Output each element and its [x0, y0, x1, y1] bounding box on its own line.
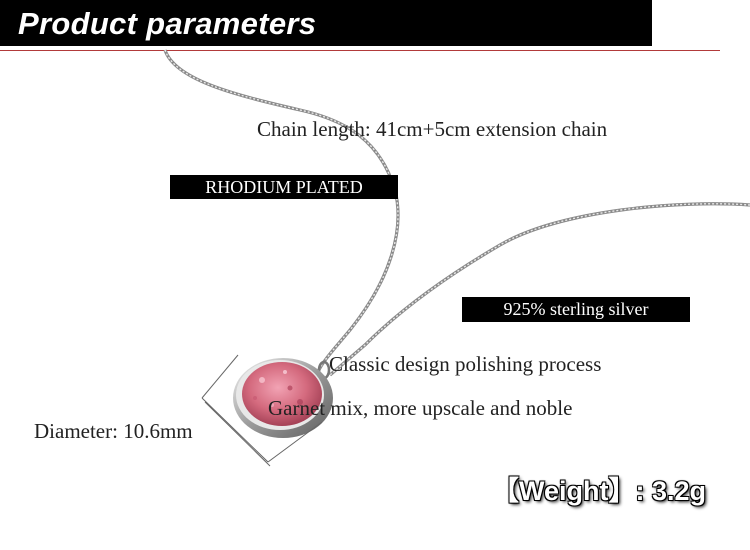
- stone-text: Garnet mix, more upscale and noble: [268, 396, 573, 420]
- chain-left: [163, 49, 400, 373]
- sterling-silver-tag: 925% sterling silver: [462, 297, 690, 322]
- rhodium-plated-tag: RHODIUM PLATED: [170, 175, 398, 199]
- page-title: Product parameters: [18, 6, 317, 41]
- header-divider: [0, 50, 720, 51]
- design-text: Classic design polishing process: [329, 352, 602, 376]
- weight-label: 【Weight】: 3.2g: [492, 476, 707, 506]
- header-bar: Product parameters: [0, 0, 652, 46]
- chain-length-text: Chain length: 41cm+5cm extension chain: [257, 117, 608, 141]
- chain-right: [328, 202, 750, 377]
- diameter-text: Diameter: 10.6mm: [34, 419, 193, 443]
- pendant: [233, 358, 333, 438]
- diameter-indicator: [201, 354, 323, 467]
